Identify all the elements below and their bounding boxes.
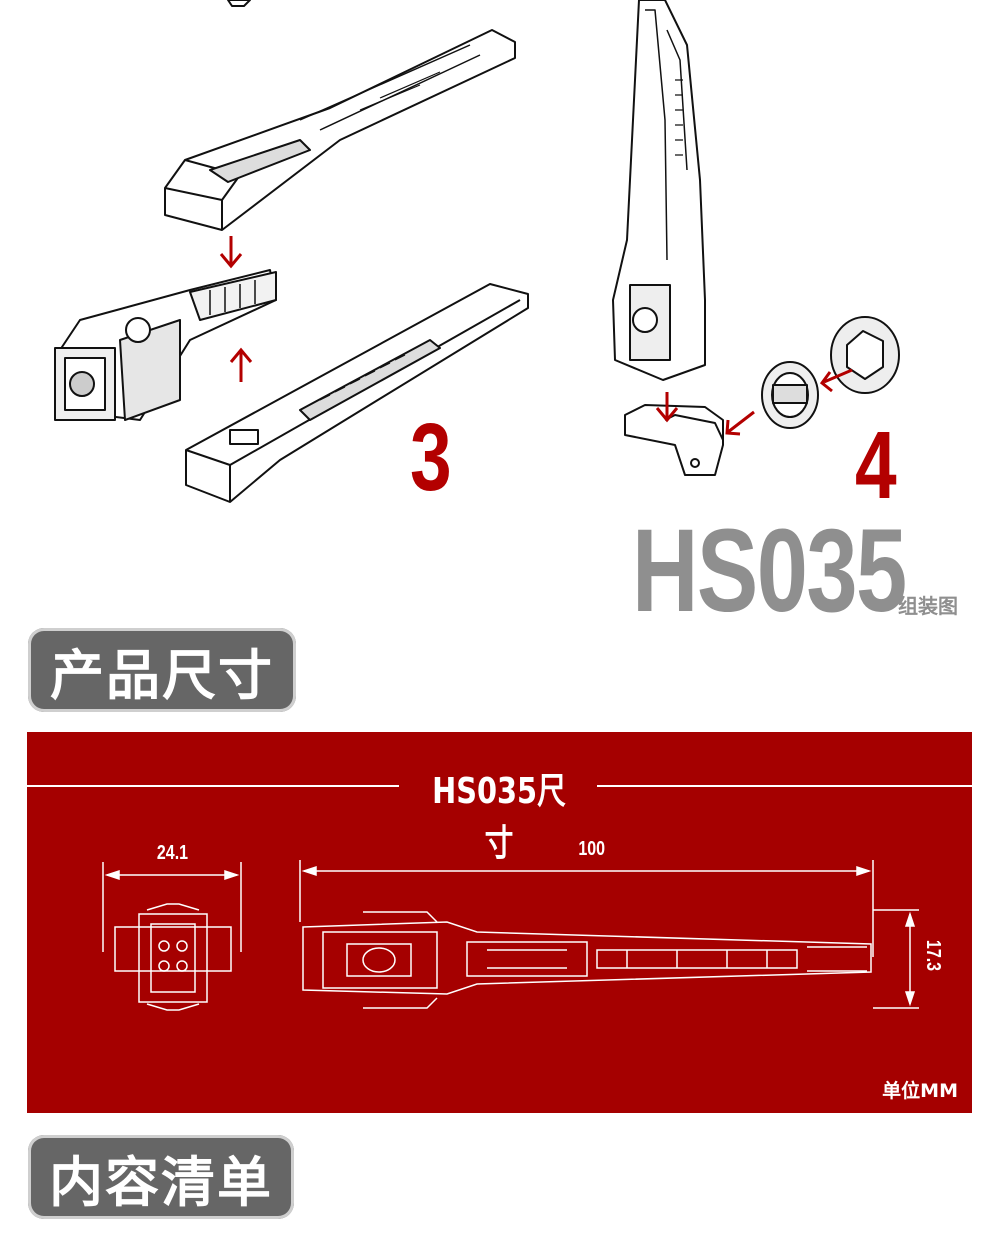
dimension-panel-title: HS035尺寸 <box>419 762 579 866</box>
product-size-heading: 产品尺寸 <box>28 628 296 712</box>
length-dimension-label: 100 <box>578 838 606 860</box>
arrow-down-icon <box>655 392 679 423</box>
width-dimension-label: 24.1 <box>156 842 189 864</box>
model-subtitle: 组装图 <box>898 594 958 618</box>
dimension-panel: HS035尺寸 24.1 100 17.3 <box>27 732 972 1113</box>
arrow-down-icon <box>219 236 243 269</box>
step3-lower-shell-illustration <box>185 283 529 503</box>
arrow-up-icon <box>229 347 253 382</box>
contents-list-heading-text: 内容清单 <box>49 1150 273 1214</box>
arrow-left-icon <box>819 368 853 393</box>
step3-mechanism-illustration <box>54 269 277 421</box>
model-code-title: HS035 <box>632 505 907 637</box>
step4-parts-illustration <box>624 316 900 476</box>
step3-upper-shell-illustration <box>164 0 516 231</box>
contents-list-heading: 内容清单 <box>28 1135 294 1219</box>
product-size-heading-text: 产品尺寸 <box>50 643 274 707</box>
step4-assembled-unit-illustration <box>612 0 706 381</box>
title-rule-right <box>597 785 972 787</box>
title-rule-left <box>27 785 399 787</box>
unit-label: 单位MM <box>882 1080 958 1102</box>
step-number-4: 4 <box>855 412 897 519</box>
step-number-3: 3 <box>410 404 452 511</box>
dimension-drawing <box>102 860 919 1011</box>
arrow-down-left-icon <box>725 410 755 436</box>
